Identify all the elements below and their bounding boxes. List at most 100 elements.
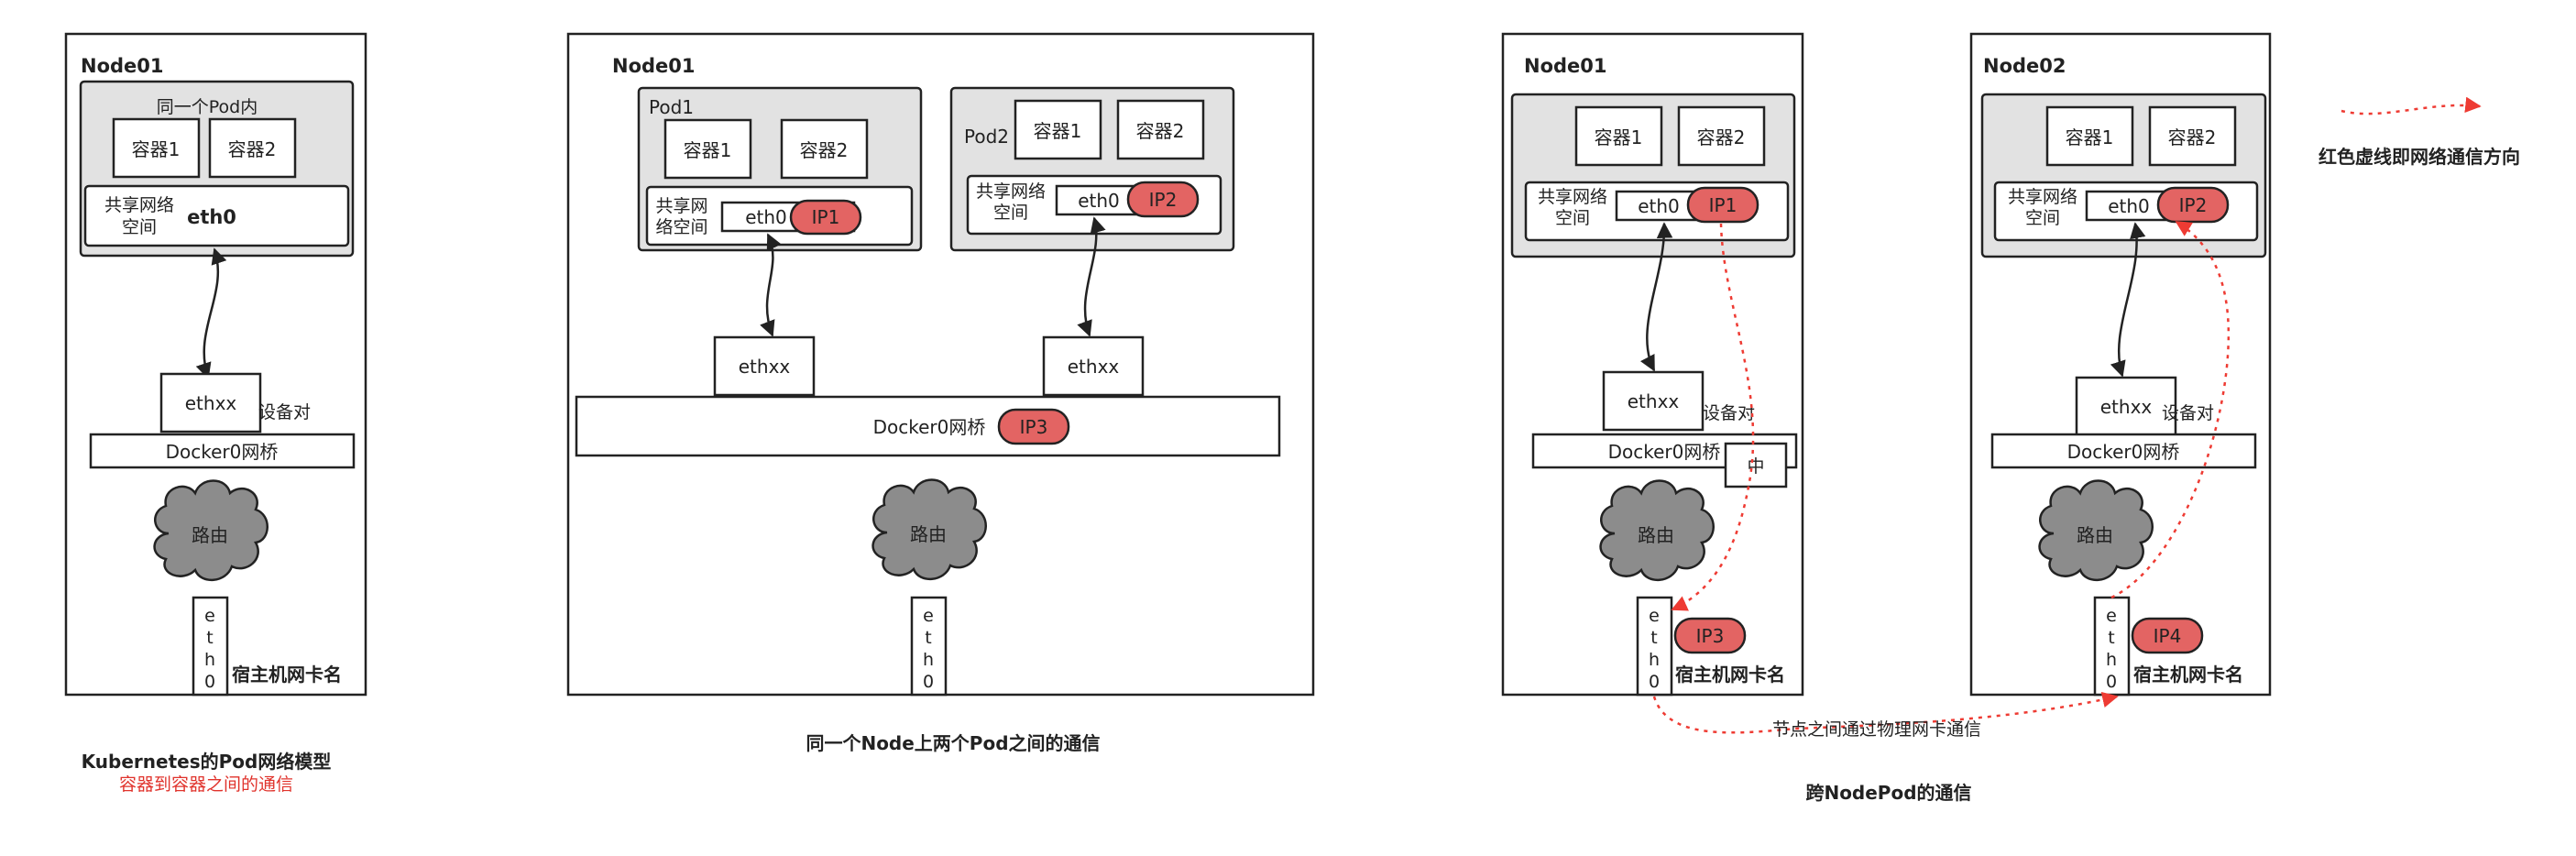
node02-veth-arrow [2110,222,2146,378]
pod1-shared-label-1: 共享网 [655,196,707,216]
node02-shared-label-2: 空间 [2025,208,2060,228]
host-nic-char: h [923,650,934,670]
pod1-container-1-label: 容器1 [684,139,732,161]
pod-label: 同一个Pod内 [157,97,258,117]
node01-device-pair-label: 设备对 [1703,403,1755,423]
legend: 红色虚线即网络通信方向 [2318,96,2520,168]
docker0-label: Docker0网桥 [873,416,986,438]
container-2 [208,117,297,179]
caption: Kubernetes的Pod网络模型 [82,751,332,773]
node02-ip4-badge [2131,617,2204,654]
pod2-eth0-label: eth0 [1078,190,1120,212]
ethxx-label-1: ethxx [739,356,791,378]
flow-ip1-to-eth0 [1671,223,1755,611]
host-nic-char: t [2108,628,2114,648]
host-nic-char: e [2106,606,2117,626]
node01-container-2-label: 容器2 [1697,126,1746,148]
ip2-badge [1126,181,1200,218]
router-label: 路由 [910,523,947,545]
node02-ethxx-box [2075,376,2177,437]
host-nic-char: 0 [923,672,934,692]
shared-net-label-1: 共享网络 [104,195,174,215]
pod1-shared-label-2: 络空间 [655,217,707,237]
docker0-bridge [89,433,356,469]
node01-veth-arrow [1639,222,1673,372]
node02-ip2-label: IP2 [2179,194,2208,216]
pod1-eth0-label: eth0 [745,206,787,228]
host-nic-label: 宿主机网卡名 [232,664,342,686]
pod1-container-2-label: 容器2 [800,139,849,161]
ethxx-label-2: ethxx [1068,356,1120,378]
host-nic-char: t [925,628,931,648]
node02-host-nic-label: 宿主机网卡名 [2133,664,2243,686]
node01-container-1-label: 容器1 [1595,126,1643,148]
pod2-shared-label-1: 共享网络 [976,181,1046,202]
host-nic-box [192,596,229,697]
shared-net-space [83,184,350,247]
host-nic-char: 0 [1649,672,1660,692]
host-nic-char: h [1649,650,1660,670]
container-1 [112,117,201,179]
host-nic-char: h [2106,650,2117,670]
node01-eth0-label: eth0 [1638,195,1680,217]
caption: 跨NodePod的通信 [1805,782,1971,804]
host-nic-char: 0 [2106,672,2117,692]
host-nic-char: e [204,606,215,626]
flow-eth0-to-ip2 [2110,220,2231,599]
node02-docker0-bridge [1990,433,2257,469]
node01-mid-box [1724,442,1788,488]
node02-router-label: 路由 [2077,524,2113,546]
caption: 同一个Node上两个Pod之间的通信 [806,732,1100,754]
node01-docker0-label: Docker0网桥 [1608,441,1721,463]
host-nic-char: h [204,650,215,670]
node01-ethxx-label: ethxx [1628,390,1680,412]
node02-host-nic-box [2093,596,2131,697]
pod2-container-1-label: 容器1 [1034,120,1082,142]
panel-cross-node-pods: Node01 容器1 容器2 共享网络 空间 eth0 IP1 ethxx 设备… [1501,32,2272,804]
node01-shared-label-2: 空间 [1555,208,1590,228]
host-nic-char: t [206,628,213,648]
node02-container-2 [2148,105,2237,167]
subcaption: 容器到容器之间的通信 [119,774,293,795]
docker0-bridge [575,395,1281,457]
ethxx-box-2 [1042,335,1145,397]
pod1-container-2 [780,118,869,180]
node01-ethxx-box [1602,370,1705,432]
host-nic-char: 0 [204,672,215,692]
pod1-container-1 [663,118,752,180]
panel-pod-network-model: Node01 同一个Pod内 容器1 容器2 共享网络 空间 eth0 ethx… [64,32,367,795]
pod2-label: Pod2 [964,126,1009,148]
node01-container-2 [1677,105,1766,167]
ethxx-box [159,372,262,433]
docker0-label: Docker0网桥 [166,441,279,463]
host-nic-char: e [923,606,934,626]
container-2-label: 容器2 [228,138,277,160]
host-nic-char: t [1650,628,1657,648]
node02-ethxx-label: ethxx [2100,396,2153,418]
ip1-label: IP1 [812,206,840,228]
pod2-container-2-label: 容器2 [1136,120,1185,142]
host-nic-char: e [1649,606,1660,626]
node02-container-2-label: 容器2 [2168,126,2217,148]
shared-net-label-2: 空间 [122,217,157,237]
pod1-label: Pod1 [649,96,694,118]
device-pair-label: 设备对 [258,402,311,423]
node-title: Node01 [81,55,164,77]
ethxx-box-1 [713,335,816,397]
node01-shared-label-1: 共享网络 [1538,187,1607,207]
legend-text: 红色虚线即网络通信方向 [2318,146,2520,168]
node02-container-1-label: 容器1 [2066,126,2114,148]
ip2-label: IP2 [1149,189,1178,211]
node01-ip3-label: IP3 [1696,625,1725,647]
pod2-shared-label-2: 空间 [993,203,1028,223]
node01-ip1-label: IP1 [1709,194,1737,216]
ip3-badge [997,408,1070,445]
router-label: 路由 [192,524,228,546]
host-nic-box [910,596,948,697]
node02-ip2-badge [2156,186,2230,224]
node01-container-1 [1574,105,1663,167]
node02-container-1 [2045,105,2134,167]
ip3-label: IP3 [1020,416,1048,438]
node02-eth0-label: eth0 [2108,195,2150,217]
